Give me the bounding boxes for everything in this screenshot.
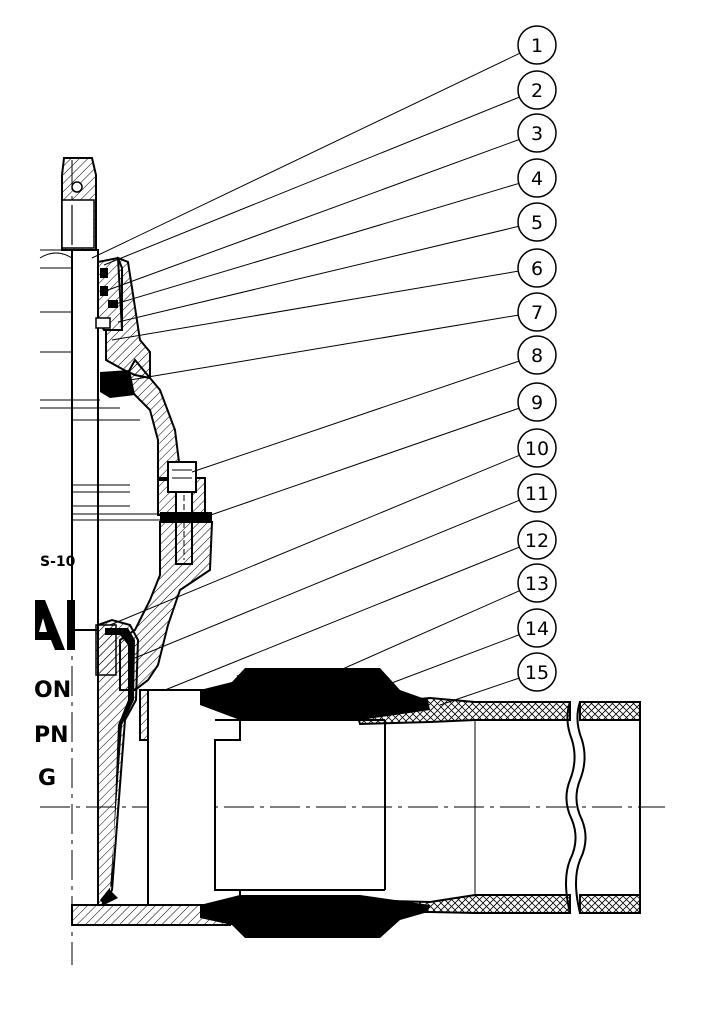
callout-number-3: 3 <box>531 123 543 145</box>
callout-circle-8 <box>517 335 557 375</box>
callout-number-15: 15 <box>525 662 549 684</box>
leader-line-14 <box>359 634 520 696</box>
leader-line-11 <box>129 499 520 661</box>
leader-line-15 <box>439 677 520 706</box>
callout-number-2: 2 <box>531 80 543 102</box>
leader-line-4 <box>111 182 519 306</box>
leader-line-3 <box>107 139 520 291</box>
spigot-tube <box>353 696 641 914</box>
leader-line-7 <box>129 314 519 381</box>
callout-circle-2 <box>517 70 557 110</box>
stem-top <box>61 157 97 251</box>
callout-number-4: 4 <box>531 168 543 190</box>
marking-pn: PN <box>34 723 69 748</box>
leader-lines <box>91 52 521 706</box>
callout-number-11: 11 <box>525 483 549 505</box>
leader-line-5 <box>117 225 519 323</box>
callout-circle-6 <box>517 248 557 288</box>
valve-body <box>71 521 231 926</box>
body-pipe-section <box>147 689 386 906</box>
callout-circle-13 <box>517 563 557 603</box>
marking-on: ON <box>34 678 71 703</box>
marking-logo <box>35 600 75 650</box>
leader-line-6 <box>111 270 519 341</box>
marking-g: G <box>38 766 56 791</box>
leader-line-1 <box>91 52 521 259</box>
callout-number-5: 5 <box>531 212 543 234</box>
leader-line-8 <box>191 360 520 473</box>
callout-circle-3 <box>517 113 557 153</box>
leader-line-9 <box>204 407 520 518</box>
callout-number-9: 9 <box>531 392 543 414</box>
callout-circle-14 <box>517 608 557 648</box>
leader-line-2 <box>103 96 520 266</box>
callout-circle-5 <box>517 202 557 242</box>
callout-circle-7 <box>517 292 557 332</box>
callout-circle-12 <box>517 520 557 560</box>
callout-number-10: 10 <box>525 438 549 460</box>
callout-circle-11 <box>517 473 557 513</box>
body-markings: S-10 ON PN G <box>34 554 76 791</box>
wedge <box>95 618 140 906</box>
callout-circle-10 <box>517 428 557 468</box>
marking-s10: S-10 <box>40 554 76 570</box>
callout-circle-9 <box>517 382 557 422</box>
callout-circle-15 <box>517 652 557 692</box>
callout-number-7: 7 <box>531 302 543 324</box>
callout-number-14: 14 <box>525 618 549 640</box>
callout-circle-4 <box>517 158 557 198</box>
leader-line-13 <box>294 590 520 691</box>
callout-number-1: 1 <box>531 35 543 57</box>
leader-line-12 <box>164 546 520 691</box>
callout-number-8: 8 <box>531 345 543 367</box>
callout-number-12: 12 <box>525 530 549 552</box>
callout-circle-1 <box>517 25 557 65</box>
stem-rod <box>71 249 99 631</box>
callout-number-6: 6 <box>531 258 543 280</box>
callout-number-13: 13 <box>525 573 549 595</box>
leader-line-10 <box>109 454 520 626</box>
